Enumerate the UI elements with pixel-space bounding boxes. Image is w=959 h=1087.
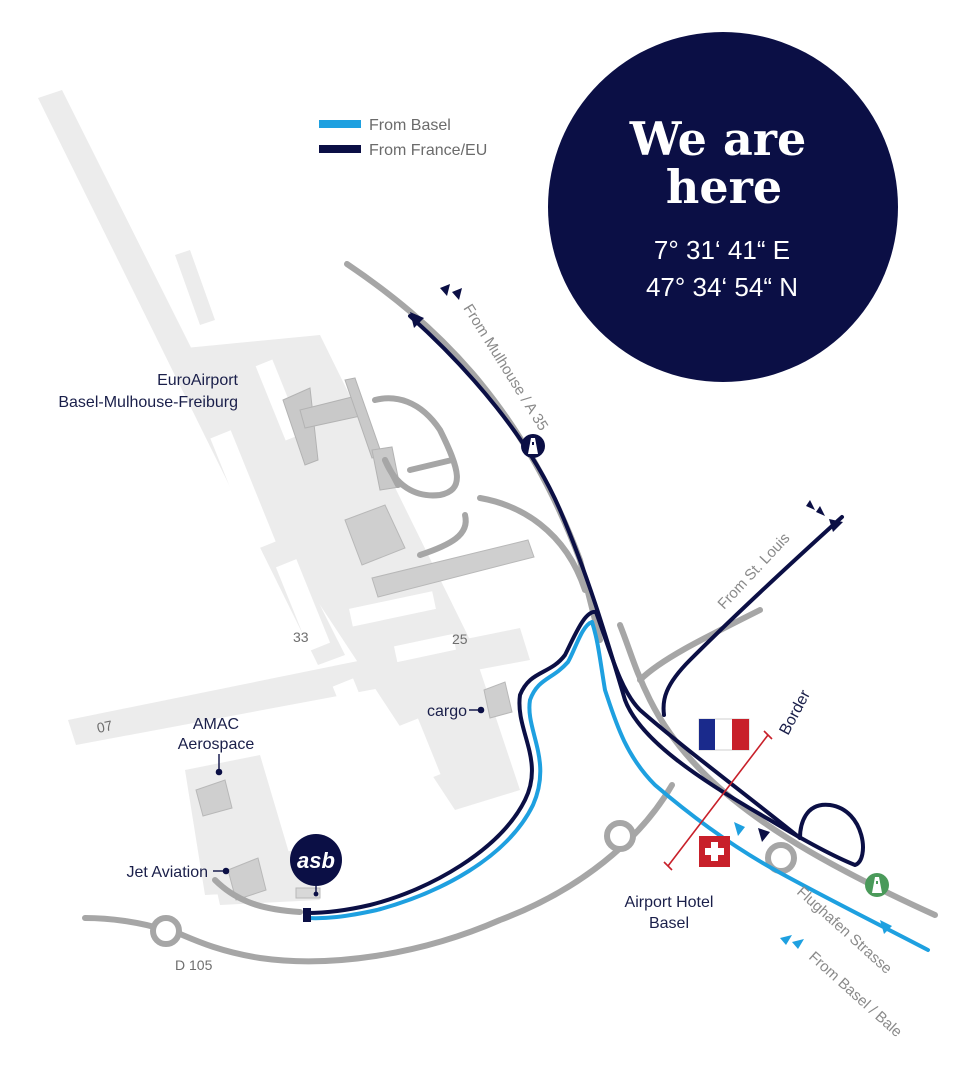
label-amac-line1: AMAC bbox=[193, 716, 239, 733]
location-badge: We are here 7° 31‘ 41“ E 47° 34‘ 54“ N bbox=[548, 32, 898, 382]
legend-label-france: From France/EU bbox=[369, 142, 487, 159]
direction-arrow-icon bbox=[780, 935, 792, 945]
roundabouts bbox=[150, 820, 797, 947]
direction-arrow-icon bbox=[880, 920, 892, 934]
direction-arrow-icon bbox=[806, 500, 815, 510]
label-cargo: cargo bbox=[427, 703, 467, 720]
direction-arrow-icon bbox=[758, 828, 770, 842]
direction-arrow-icon bbox=[829, 519, 843, 532]
location-pin-icon bbox=[469, 706, 485, 714]
cargo-buildings bbox=[195, 504, 535, 901]
roundabout-hotel bbox=[604, 820, 636, 852]
direction-arrow-icon bbox=[440, 284, 450, 296]
legend-label-basel: From Basel bbox=[369, 117, 451, 134]
label-airport-line1: EuroAirport bbox=[157, 372, 238, 389]
label-amac-line2: Aerospace bbox=[178, 736, 255, 753]
direction-arrow-icon bbox=[452, 288, 462, 300]
motorway-icon bbox=[521, 434, 545, 458]
destination-marker bbox=[303, 908, 311, 922]
label-runway-25: 25 bbox=[452, 631, 468, 647]
direction-arrow-icon bbox=[410, 312, 424, 328]
direction-arrow-icon bbox=[792, 939, 804, 949]
label-airport-line2: Basel-Mulhouse-Freiburg bbox=[58, 394, 238, 411]
swiss-flag-icon bbox=[699, 836, 730, 867]
label-border: Border bbox=[777, 687, 815, 738]
roundabout-flughafen bbox=[765, 842, 797, 874]
route-from-france bbox=[305, 314, 865, 915]
asb-logo: asb bbox=[290, 834, 342, 897]
location-pin-icon bbox=[213, 867, 230, 875]
badge-title-line2: here bbox=[666, 160, 782, 214]
roundabout-d105 bbox=[150, 915, 182, 947]
legend: From Basel From France/EU bbox=[319, 117, 487, 159]
direction-arrow-icon bbox=[816, 506, 825, 516]
direction-arrow-icon bbox=[734, 822, 745, 836]
route-from-basel bbox=[305, 620, 930, 952]
label-runway-07: 07 bbox=[95, 717, 114, 736]
direction-arrows bbox=[410, 284, 892, 949]
french-flag-icon bbox=[698, 718, 750, 751]
badge-longitude: 7° 31‘ 41“ E bbox=[654, 235, 790, 265]
badge-title-line1: We are bbox=[629, 112, 807, 166]
motorway-icon bbox=[865, 873, 889, 897]
badge-latitude: 47° 34‘ 54“ N bbox=[646, 272, 798, 302]
label-runway-33: 33 bbox=[293, 629, 309, 645]
label-jet-aviation: Jet Aviation bbox=[126, 864, 208, 881]
terminal-building bbox=[282, 377, 401, 491]
border-line bbox=[663, 730, 773, 871]
label-hotel-line1: Airport Hotel bbox=[625, 894, 714, 911]
legend-swatch-basel bbox=[319, 120, 361, 128]
label-hotel-line2: Basel bbox=[649, 915, 689, 932]
airport-area bbox=[38, 90, 530, 905]
asb-logo-text: asb bbox=[297, 848, 335, 873]
location-pin-icon bbox=[215, 754, 223, 776]
label-d105: D 105 bbox=[175, 957, 213, 973]
legend-swatch-france bbox=[319, 145, 361, 153]
